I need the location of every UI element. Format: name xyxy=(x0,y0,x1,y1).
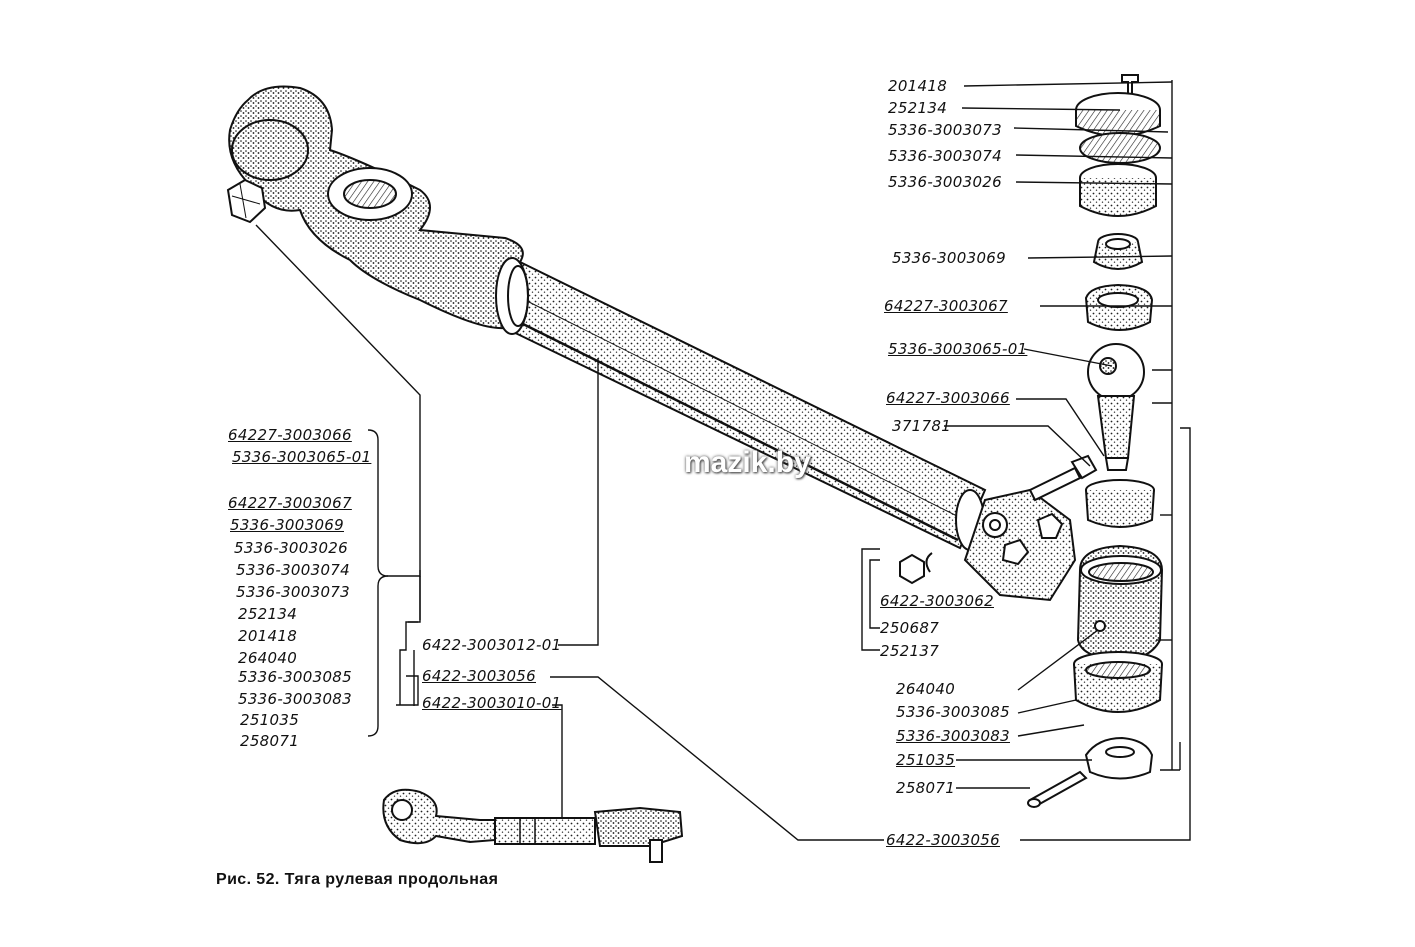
leader-lines xyxy=(255,80,1191,841)
exploded-parts xyxy=(899,74,1163,808)
callout-201418: 201418 xyxy=(888,77,948,95)
list-5336-3003073: 5336-3003073 xyxy=(236,583,350,601)
callout-371781: 371781 xyxy=(892,417,952,435)
callout-252134: 252134 xyxy=(888,99,948,117)
list-5336-3003085: 5336-3003085 xyxy=(238,668,352,686)
list-258071: 258071 xyxy=(240,732,300,750)
list-5336-3003065-01: 5336-3003065-01 xyxy=(232,448,372,466)
list-252134: 252134 xyxy=(238,605,298,623)
list-264040: 264040 xyxy=(238,649,298,667)
list-5336-3003069: 5336-3003069 xyxy=(230,516,344,534)
list-5336-3003083: 5336-3003083 xyxy=(238,690,352,708)
callout-264040: 264040 xyxy=(896,680,956,698)
callout-250687: 250687 xyxy=(880,619,940,637)
list-64227-3003066: 64227-3003066 xyxy=(228,426,352,444)
list-5336-3003074: 5336-3003074 xyxy=(236,561,350,579)
callout-252137: 252137 xyxy=(880,642,940,660)
list-251035: 251035 xyxy=(240,711,300,729)
watermark: mazik.by xyxy=(684,446,811,479)
assembly-overview-drawing xyxy=(382,788,684,863)
callout-6422-3003056-bottom: 6422-3003056 xyxy=(886,831,1000,849)
callout-5336-3003073: 5336-3003073 xyxy=(888,121,1002,139)
callout-6422-3003056: 6422-3003056 xyxy=(422,667,536,685)
list-5336-3003026: 5336-3003026 xyxy=(234,539,348,557)
callout-6422-3003010-01: 6422-3003010-01 xyxy=(422,694,562,712)
callout-64227-3003066: 64227-3003066 xyxy=(886,389,1010,407)
callout-6422-3003012-01: 6422-3003012-01 xyxy=(422,636,562,654)
callout-5336-3003085: 5336-3003085 xyxy=(896,703,1010,721)
callout-64227-3003067: 64227-3003067 xyxy=(884,297,1008,315)
callout-5336-3003083: 5336-3003083 xyxy=(896,727,1010,745)
figure-caption: Рис. 52. Тяга рулевая продольная xyxy=(216,871,499,888)
ball-socket-housing xyxy=(1076,544,1164,662)
callout-258071: 258071 xyxy=(896,779,956,797)
callout-5336-3003065-01: 5336-3003065-01 xyxy=(888,340,1028,358)
callout-251035: 251035 xyxy=(896,751,956,769)
callout-5336-3003074: 5336-3003074 xyxy=(888,147,1002,165)
callout-5336-3003026: 5336-3003026 xyxy=(888,173,1002,191)
callout-5336-3003069: 5336-3003069 xyxy=(892,249,1006,267)
callout-6422-3003062: 6422-3003062 xyxy=(880,592,994,610)
steering-rod-assembly xyxy=(226,85,1077,602)
list-201418: 201418 xyxy=(238,627,298,645)
list-64227-3003067: 64227-3003067 xyxy=(228,494,352,512)
